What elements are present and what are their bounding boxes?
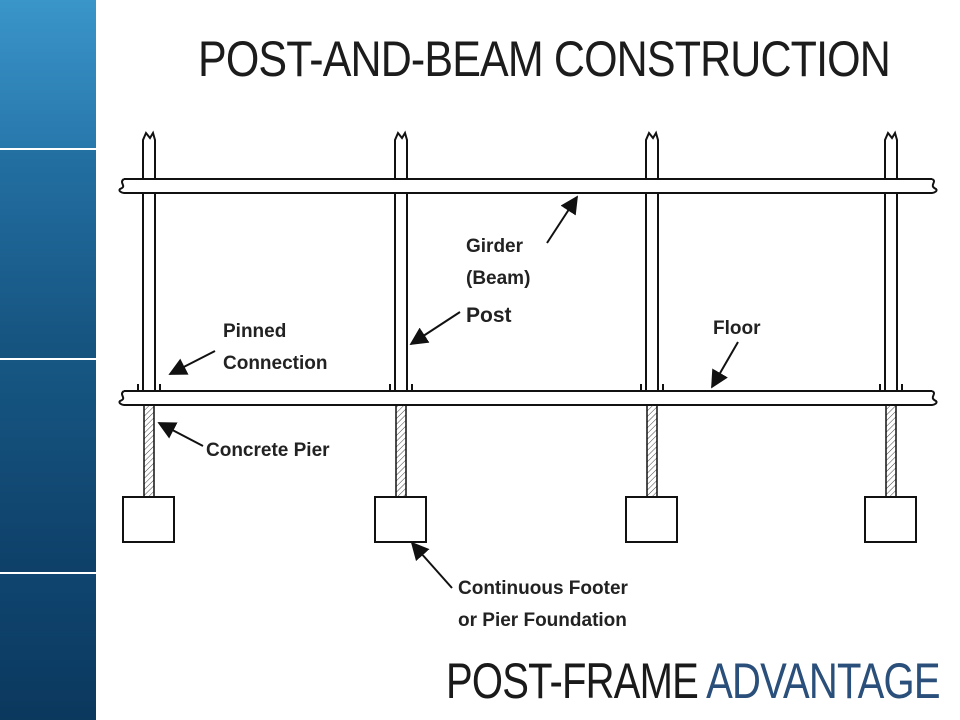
girder-beam bbox=[118, 178, 938, 194]
floor-beam bbox=[118, 390, 938, 406]
footer-label-line1: Continuous Footer bbox=[458, 578, 629, 599]
girder-arrow bbox=[546, 195, 578, 244]
concrete-pier-2 bbox=[395, 404, 407, 498]
post-2 bbox=[394, 130, 408, 391]
post-label: Post bbox=[466, 304, 512, 327]
brand-logo: POST-FRAME ADVANTAGE bbox=[446, 653, 941, 709]
page-title: POST-AND-BEAM CONSTRUCTION bbox=[198, 31, 891, 87]
footer-arrow bbox=[410, 541, 453, 589]
concrete-pier-4 bbox=[885, 404, 897, 498]
pier-arrow bbox=[157, 422, 204, 447]
post-4 bbox=[884, 130, 898, 391]
footer-1 bbox=[122, 496, 175, 543]
pinned-label-line1: Pinned bbox=[223, 321, 286, 342]
sidebar-block-1 bbox=[0, 0, 96, 148]
sidebar-block-3 bbox=[0, 360, 96, 572]
floor-arrow bbox=[711, 341, 739, 389]
brand-part2: ADVANTAGE bbox=[698, 653, 940, 709]
concrete-pier-3 bbox=[646, 404, 658, 498]
labels: Girder (Beam) Post Pinned Connection Flo… bbox=[206, 236, 761, 631]
footer-3 bbox=[625, 496, 678, 543]
footer-4 bbox=[864, 496, 917, 543]
floor-label: Floor bbox=[713, 318, 761, 339]
posts bbox=[142, 130, 898, 391]
girder-label-line2: (Beam) bbox=[466, 268, 530, 289]
post-1 bbox=[142, 130, 156, 391]
concrete-piers bbox=[143, 404, 897, 498]
sidebar-block-2 bbox=[0, 150, 96, 358]
pinned-arrow bbox=[168, 350, 216, 375]
footer-2 bbox=[374, 496, 427, 543]
leader-arrows bbox=[157, 195, 739, 589]
sidebar-block-4 bbox=[0, 574, 96, 720]
post-3 bbox=[645, 130, 659, 391]
girder-label-line1: Girder bbox=[466, 236, 524, 257]
pinned-connections bbox=[137, 384, 903, 391]
concrete-pier-label: Concrete Pier bbox=[206, 440, 330, 461]
footers bbox=[122, 496, 917, 543]
footer-label-line2: or Pier Foundation bbox=[458, 610, 627, 631]
sidebar-decoration bbox=[0, 0, 96, 720]
brand-part1: POST-FRAME bbox=[446, 653, 699, 709]
concrete-pier-1 bbox=[143, 404, 155, 498]
pinned-label-line2: Connection bbox=[223, 353, 328, 374]
post-arrow bbox=[409, 311, 461, 345]
